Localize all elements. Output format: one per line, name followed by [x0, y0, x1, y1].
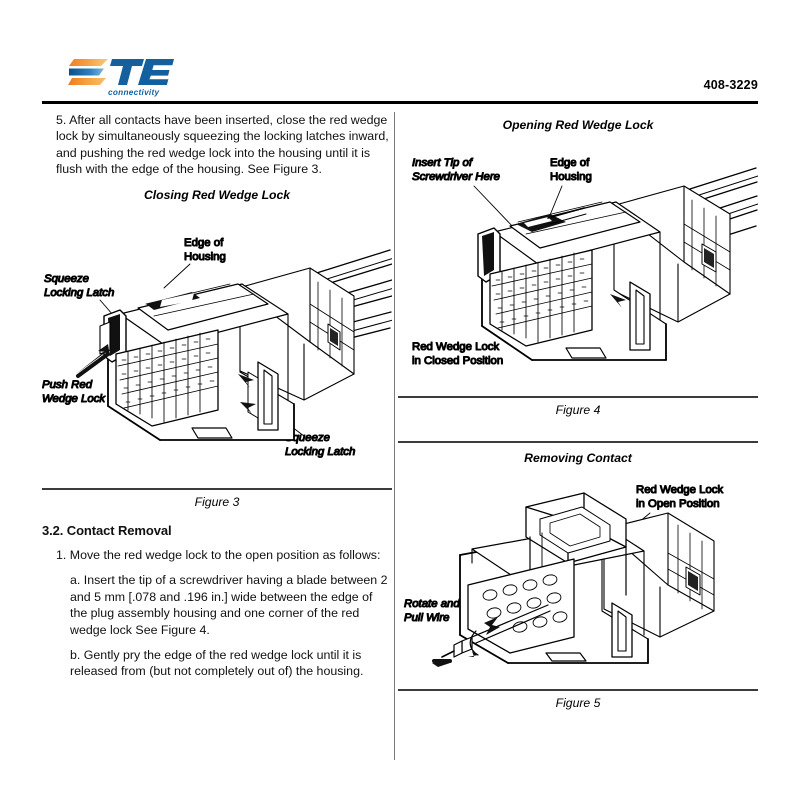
figure-5-label-rotate-line2: Pull Wire	[404, 612, 449, 624]
left-column: 5. After all contacts have been inserted…	[42, 112, 392, 772]
figure-3-label-push-line2: Wedge Lock	[42, 393, 106, 405]
figure-3-label-squeeze-right-line2: Locking Latch	[285, 446, 355, 458]
section-3-2-item-1: 1. Move the red wedge lock to the open p…	[56, 548, 381, 563]
figure-4-panel: Opening Red Wedge Lock Insert Tip of Scr…	[398, 118, 758, 417]
figure-4-label-edge-housing-line1: Edge of	[550, 157, 590, 169]
section-3-2-heading: 3.2. Contact Removal	[42, 522, 172, 538]
figure-4-label-closed-line2: in Closed Position	[412, 355, 503, 367]
figure-3-rule	[42, 487, 392, 490]
figure-5-caption: Figure 5	[555, 696, 601, 710]
figure-5-artwork: Red Wedge Lock in Open Position Rotate a…	[398, 467, 758, 685]
figure-4-label-insert-tip-line1: Insert Tip of	[412, 157, 474, 169]
section-3-2-item-1a: a. Insert the tip of a screwdriver havin…	[70, 573, 388, 637]
figure-3-label-squeeze-left-line1: Squeeze	[44, 273, 89, 285]
figure-3-label-squeeze-right-line1: Squeeze	[285, 432, 330, 444]
figure-4-label-edge-housing-line2: Housing	[550, 171, 592, 183]
figure-3-label-edge-housing-line1: Edge of	[184, 237, 224, 249]
section-3-2-item-1b: b. Gently pry the edge of the red wedge …	[70, 648, 364, 679]
figure-3-label-edge-housing-line2: Housing	[184, 251, 226, 263]
figure-5-panel: Removing Contact Red Wedge Lock in Open …	[398, 441, 758, 710]
step-5-text: 5. After all contacts have been inserted…	[56, 113, 389, 177]
figure-4-label-insert-tip-line2: Screwdriver Here	[412, 171, 500, 183]
figure-4-artwork: Insert Tip of Screwdriver Here Edge of H…	[398, 134, 758, 392]
figure-4-caption: Figure 4	[555, 403, 601, 417]
section-3-2: 3.2. Contact Removal 1. Move the red wed…	[42, 523, 392, 680]
header-rule	[42, 101, 758, 104]
te-connectivity-logo: connectivity	[68, 54, 178, 100]
figure-5-label-open-line1: Red Wedge Lock	[636, 484, 723, 496]
figure-4-rule	[398, 396, 758, 398]
step-5-paragraph: 5. After all contacts have been inserted…	[42, 112, 392, 178]
page-header: connectivity 408-3229	[0, 0, 800, 108]
figure-5-title: Removing Contact	[524, 451, 632, 465]
figure-3-panel: Closing Red Wedge Lock Edge of Housing S…	[42, 188, 392, 509]
figure-3-label-squeeze-left-line2: Locking Latch	[44, 287, 114, 299]
column-divider	[394, 112, 395, 760]
figure-5-label-open-line2: in Open Position	[636, 498, 720, 510]
figure-5-label-rotate-line1: Rotate and	[404, 598, 460, 610]
figure-5-rule	[398, 689, 758, 691]
figure-3-artwork: Edge of Housing Squeeze Locking Latch Pu…	[42, 204, 392, 484]
svg-text:connectivity: connectivity	[108, 88, 160, 97]
figure-5-top-rule	[398, 441, 758, 443]
right-column: Opening Red Wedge Lock Insert Tip of Scr…	[398, 112, 758, 772]
document-number: 408-3229	[703, 78, 758, 92]
figure-4-label-closed-line1: Red Wedge Lock	[412, 341, 499, 353]
figure-4-title: Opening Red Wedge Lock	[502, 118, 654, 132]
figure-3-label-push-line1: Push Red	[42, 379, 93, 391]
figure-3-title: Closing Red Wedge Lock	[143, 187, 291, 202]
figure-3-caption: Figure 3	[194, 494, 240, 509]
